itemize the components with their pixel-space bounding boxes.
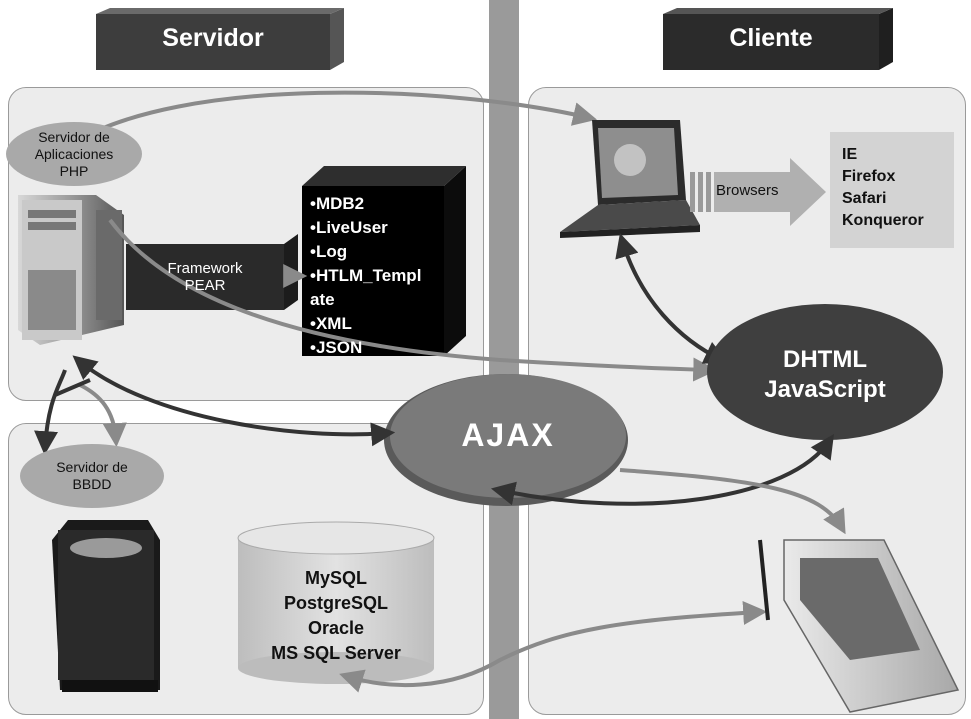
pear-item-xml: •XML xyxy=(310,314,352,333)
browser-konqueror: Konqueror xyxy=(842,212,924,229)
pear-package-list: •MDB2 •LiveUser •Log •HTLM_Templ ate •XM… xyxy=(310,192,421,360)
dhtml-label: DHTML JavaScript xyxy=(764,346,886,403)
pear-item-log: •Log xyxy=(310,242,348,261)
db-oracle: Oracle xyxy=(307,618,365,638)
pear-item-liveuser: •LiveUser xyxy=(310,218,388,237)
app-server-ellipse xyxy=(6,122,142,186)
db-server-ellipse xyxy=(20,444,164,508)
ajax-label: AJAX xyxy=(461,416,555,453)
pear-item-json: •JSON xyxy=(310,338,363,357)
laptop-icon xyxy=(560,120,700,238)
framework-label: Framework PEAR xyxy=(167,260,243,294)
db-server-label: Servidor de BBDD xyxy=(56,459,128,492)
client-header-box xyxy=(663,8,893,70)
client-header-title: Cliente xyxy=(729,24,813,52)
browser-safari: Safari xyxy=(842,190,887,207)
dhtml-ellipse xyxy=(707,304,943,440)
browser-ie: IE xyxy=(842,146,858,163)
pear-item-htlm-templ: •HTLM_Templ xyxy=(310,266,422,285)
db-mysql: MySQL xyxy=(304,568,367,588)
browsers-label: Browsers xyxy=(716,182,779,199)
app-server-label: Servidor de Aplicaciones PHP xyxy=(34,128,114,179)
app-server-icon xyxy=(18,195,124,345)
database-list: MySQL PostgreSQL Oracle MS SQL Server xyxy=(238,566,434,666)
browser-firefox: Firefox xyxy=(842,168,896,185)
db-server-icon xyxy=(52,520,160,692)
db-mssql: MS SQL Server xyxy=(271,643,401,663)
pear-item-ate: ate xyxy=(310,290,335,309)
db-postgresql: PostgreSQL xyxy=(283,593,389,613)
server-header-box xyxy=(96,8,344,70)
server-header-title: Servidor xyxy=(162,24,264,52)
pda-icon xyxy=(758,539,960,713)
pear-item-mdb2: •MDB2 xyxy=(310,194,365,213)
browser-list: IE Firefox Safari Konqueror xyxy=(842,144,924,232)
